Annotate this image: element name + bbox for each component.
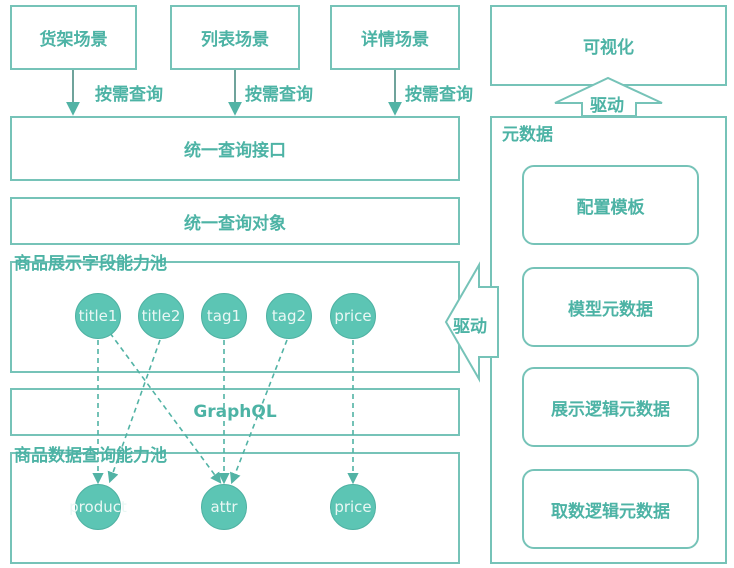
field-node-label: price	[334, 307, 372, 325]
data-node-label: attr	[210, 498, 238, 516]
field-node-tag2: tag2	[266, 293, 312, 339]
metadata-title: 元数据	[502, 125, 553, 145]
scene-shelf-box: 货架场景	[10, 5, 137, 70]
drive-left-label: 驱动	[453, 317, 487, 337]
metadata-item-config-template: 配置模板	[522, 165, 699, 245]
field-node-label: title2	[141, 307, 181, 325]
scene-detail-label: 详情场景	[361, 30, 429, 50]
display-field-pool-title: 商品展示字段能力池	[14, 254, 167, 274]
metadata-item-label: 配置模板	[576, 197, 645, 218]
field-node-tag1: tag1	[201, 293, 247, 339]
metadata-item-label: 展示逻辑元数据	[551, 399, 670, 420]
unified-query-object-label: 统一查询对象	[184, 213, 286, 234]
metadata-item-label: 模型元数据	[568, 299, 653, 320]
metadata-item-display-logic: 展示逻辑元数据	[522, 367, 699, 447]
data-node-label: product	[69, 498, 127, 516]
scene-shelf-label: 货架场景	[39, 30, 108, 50]
unified-query-interface-box: 统一查询接口	[10, 116, 460, 181]
metadata-item-model: 模型元数据	[522, 267, 699, 347]
data-node-attr: attr	[201, 484, 247, 530]
scene-list-label: 列表场景	[201, 30, 269, 50]
query-label-3: 按需查询	[405, 85, 473, 105]
visualization-box: 可视化	[490, 5, 727, 86]
visualization-label: 可视化	[583, 38, 634, 58]
graphql-box: GraphQL	[10, 388, 460, 436]
metadata-item-fetch-logic: 取数逻辑元数据	[522, 469, 699, 549]
unified-query-interface-label: 统一查询接口	[184, 141, 286, 161]
data-node-label: price	[334, 498, 372, 516]
unified-query-object-box: 统一查询对象	[10, 197, 460, 245]
query-label-2: 按需查询	[245, 85, 313, 105]
query-label-1: 按需查询	[95, 85, 163, 105]
field-node-label: title1	[78, 307, 118, 325]
drive-up-label: 驱动	[590, 96, 624, 116]
field-node-label: tag1	[206, 307, 242, 325]
data-node-price: price	[330, 484, 376, 530]
field-node-title1: title1	[75, 293, 121, 339]
data-node-product: product	[69, 484, 127, 530]
scene-list-box: 列表场景	[170, 5, 300, 70]
data-query-pool-title: 商品数据查询能力池	[14, 446, 167, 466]
field-node-label: tag2	[271, 307, 307, 325]
field-node-title2: title2	[138, 293, 184, 339]
scene-detail-box: 详情场景	[330, 5, 460, 70]
metadata-item-label: 取数逻辑元数据	[551, 501, 670, 522]
graphql-label: GraphQL	[193, 402, 277, 422]
field-node-price: price	[330, 293, 376, 339]
